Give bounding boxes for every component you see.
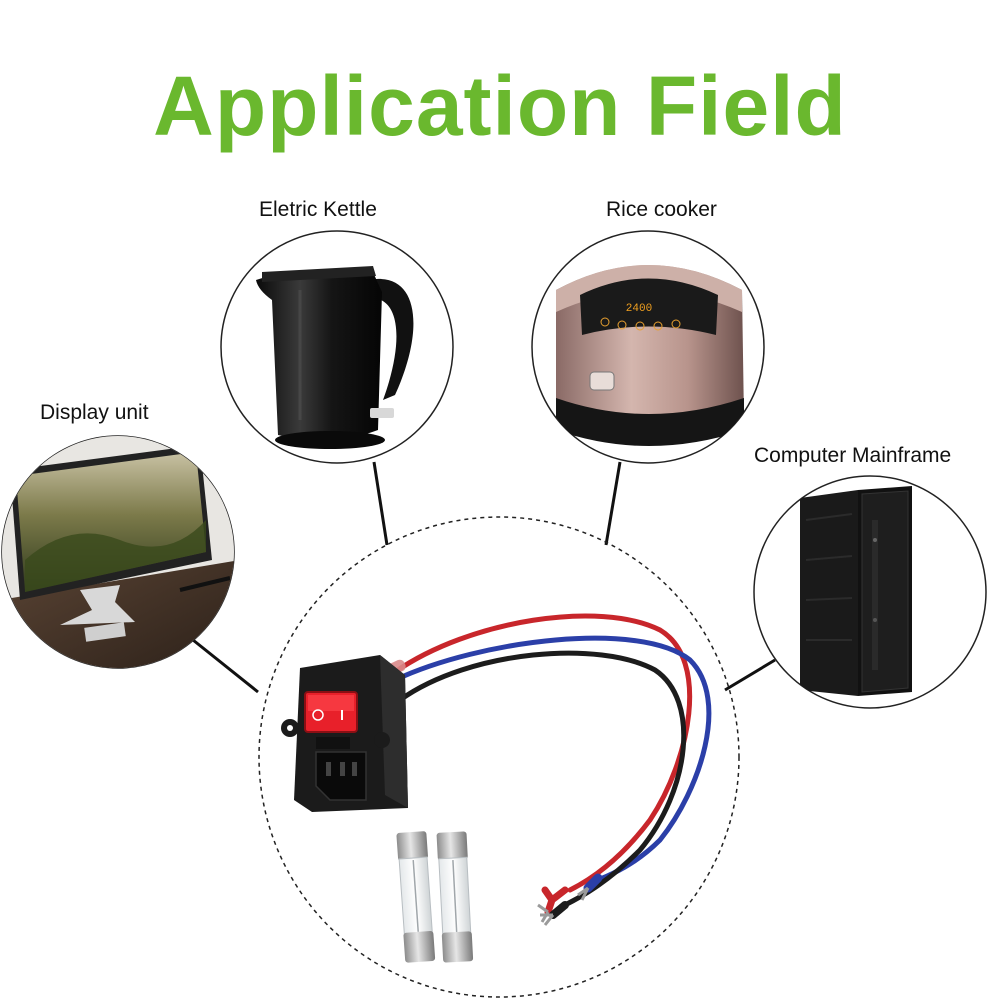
- red-wire: [392, 613, 693, 893]
- label-electric-kettle: Eletric Kettle: [259, 198, 377, 221]
- rice-cooker-thumbnail: 2400: [531, 230, 765, 464]
- connector-computer: [724, 658, 776, 692]
- label-rice-cooker: Rice cooker: [606, 198, 717, 221]
- fuse-right: [436, 831, 474, 963]
- computer-mainframe-thumbnail: [753, 475, 987, 709]
- connector-lines: [192, 461, 776, 694]
- label-display-unit: Display unit: [40, 401, 149, 424]
- connector-display: [192, 638, 259, 694]
- display-unit-thumbnail: [1, 435, 235, 669]
- glass-fuses: [396, 831, 474, 963]
- power-socket-product: [281, 613, 712, 926]
- connector-rice-cooker: [604, 461, 622, 546]
- connector-kettle: [372, 461, 389, 546]
- kettle-thumbnail: [220, 230, 454, 464]
- label-computer-mainframe: Computer Mainframe: [754, 444, 952, 467]
- center-dashed-circle: [258, 516, 740, 998]
- page-title: Application Field: [153, 59, 847, 153]
- rice-cooker-display: 2400: [626, 303, 652, 315]
- spade-terminals: [537, 873, 603, 926]
- fuse-left: [396, 831, 436, 963]
- black-wire: [397, 650, 687, 908]
- blue-wire: [392, 635, 712, 883]
